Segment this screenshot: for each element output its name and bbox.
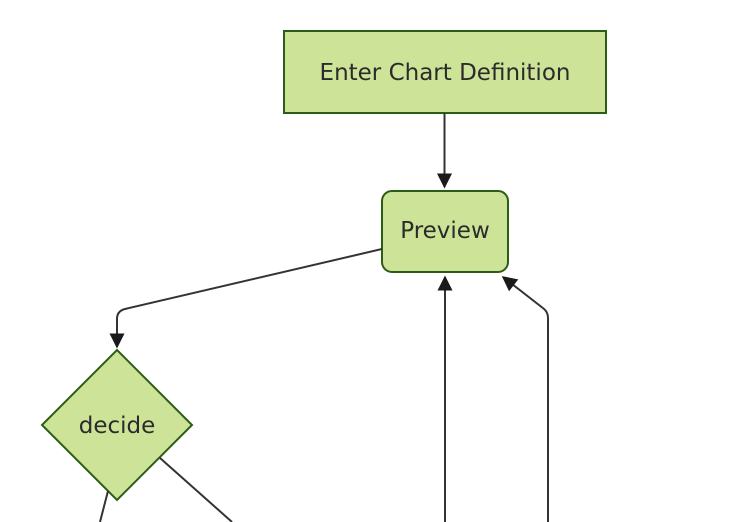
node-enter-chart-definition-label: Enter Chart Definition [320, 60, 571, 86]
edge-decide-out-left [99, 490, 109, 522]
node-enter-chart-definition-shape [283, 30, 607, 114]
node-preview-label: Preview [400, 218, 490, 244]
node-preview-shape [381, 190, 509, 273]
node-enter-chart-definition: Enter Chart Definition [283, 30, 607, 114]
edge-decide-out-right [159, 457, 233, 522]
node-decide-label: decide [79, 413, 156, 439]
edge-bottom-right-to-preview [501, 276, 549, 522]
node-decide: decide [40, 348, 194, 502]
node-decide-shape [40, 348, 194, 502]
node-preview: Preview [381, 190, 509, 273]
edge-preview-to-decide [109, 248, 383, 349]
